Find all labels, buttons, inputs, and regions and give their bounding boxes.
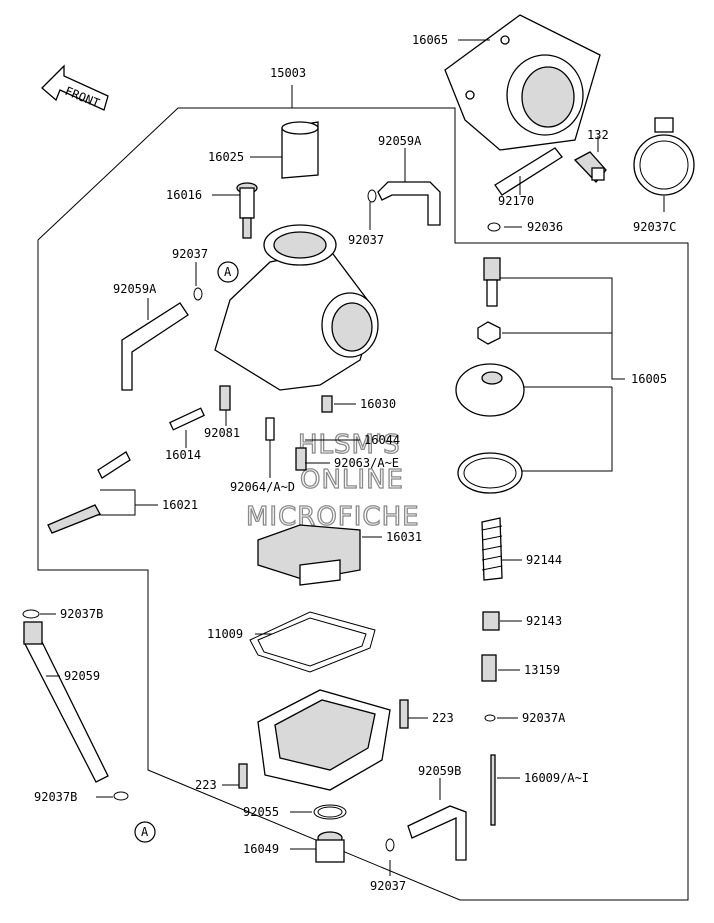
callout-a-top: A [217,261,239,283]
parts-group-16005 [455,257,525,494]
label-16014: 16014 [165,448,201,462]
bolt-132 [573,151,607,183]
clips-92037B [22,609,129,801]
oring-92055 [313,804,347,820]
label-92037-top: 92037 [348,233,384,247]
tube-92059A-top [377,181,441,226]
label-92081: 92081 [204,426,240,440]
clamp-92037C [633,117,695,196]
screw-223-left [238,763,248,789]
front-direction-arrow: FRONT [41,64,109,111]
clips-92037 [193,189,395,852]
svg-text:HLSM'S: HLSM'S [298,430,401,460]
assembly-boundary [37,107,689,901]
plug-16049 [315,831,345,863]
label-16009: 16009/A~I [524,771,589,785]
label-92037-bottom: 92037 [370,879,406,893]
bracket-92170 [494,147,563,196]
callout-a-bottom: A [134,821,156,843]
label-16065: 16065 [412,33,448,47]
label-16016: 16016 [166,188,202,202]
label-92064: 92064/A~D [230,480,295,494]
clip-92036 [487,222,501,232]
oring-92037A [484,714,496,722]
label-92037A: 92037A [522,711,566,725]
intake-manifold-16065 [444,14,601,151]
float-chamber [257,689,391,791]
label-92059: 92059 [64,669,100,683]
tube-92059A-left [121,302,189,391]
label-132: 132 [587,128,609,142]
label-16025: 16025 [208,150,244,164]
label-92063: 92063/A~E [334,456,399,470]
label-92037B-bottom: 92037B [34,790,77,804]
label-92055: 92055 [243,805,279,819]
leader-lines [40,39,665,876]
label-13159: 13159 [524,663,560,677]
svg-text:A: A [141,825,149,839]
tube-92059B [407,805,467,861]
label-16031: 16031 [386,530,422,544]
svg-text:A: A [224,265,232,279]
label-92170: 92170 [498,194,534,208]
svg-text:MICROFICHE: MICROFICHE [246,502,420,532]
label-92059A-top: 92059A [378,134,422,148]
label-15003: 15003 [270,66,306,80]
label-92036: 92036 [527,220,563,234]
jet-13159 [481,654,497,682]
label-11009: 11009 [207,627,243,641]
part-labels: 16065 15003 132 16025 92059A 16016 92170… [34,33,676,893]
label-92037B-top: 92037B [60,607,103,621]
needle-16009 [490,754,496,826]
spring-92144 [481,517,503,581]
watermark: HLSM'S ONLINE MICROFICHE [245,429,420,532]
carburetor-body [214,224,379,391]
label-16030: 16030 [360,397,396,411]
label-92059B: 92059B [418,764,461,778]
label-16021: 16021 [162,498,198,512]
screw-16016 [236,182,258,239]
cap-16025 [281,121,319,179]
svg-text:ONLINE: ONLINE [300,465,404,495]
label-92037-left: 92037 [172,247,208,261]
label-92143: 92143 [526,614,562,628]
gasket-11009 [249,611,376,673]
label-92037C: 92037C [633,220,676,234]
label-16044: 16044 [364,433,400,447]
tube-92059 [22,621,109,783]
label-16049: 16049 [243,842,279,856]
label-92144: 92144 [526,553,562,567]
screw-223-right [399,699,409,729]
label-16005: 16005 [631,372,667,386]
label-223-left: 223 [195,778,217,792]
jet-92143 [482,611,500,631]
label-92059A-left: 92059A [113,282,157,296]
label-223-right: 223 [432,711,454,725]
float-16031 [257,524,361,586]
